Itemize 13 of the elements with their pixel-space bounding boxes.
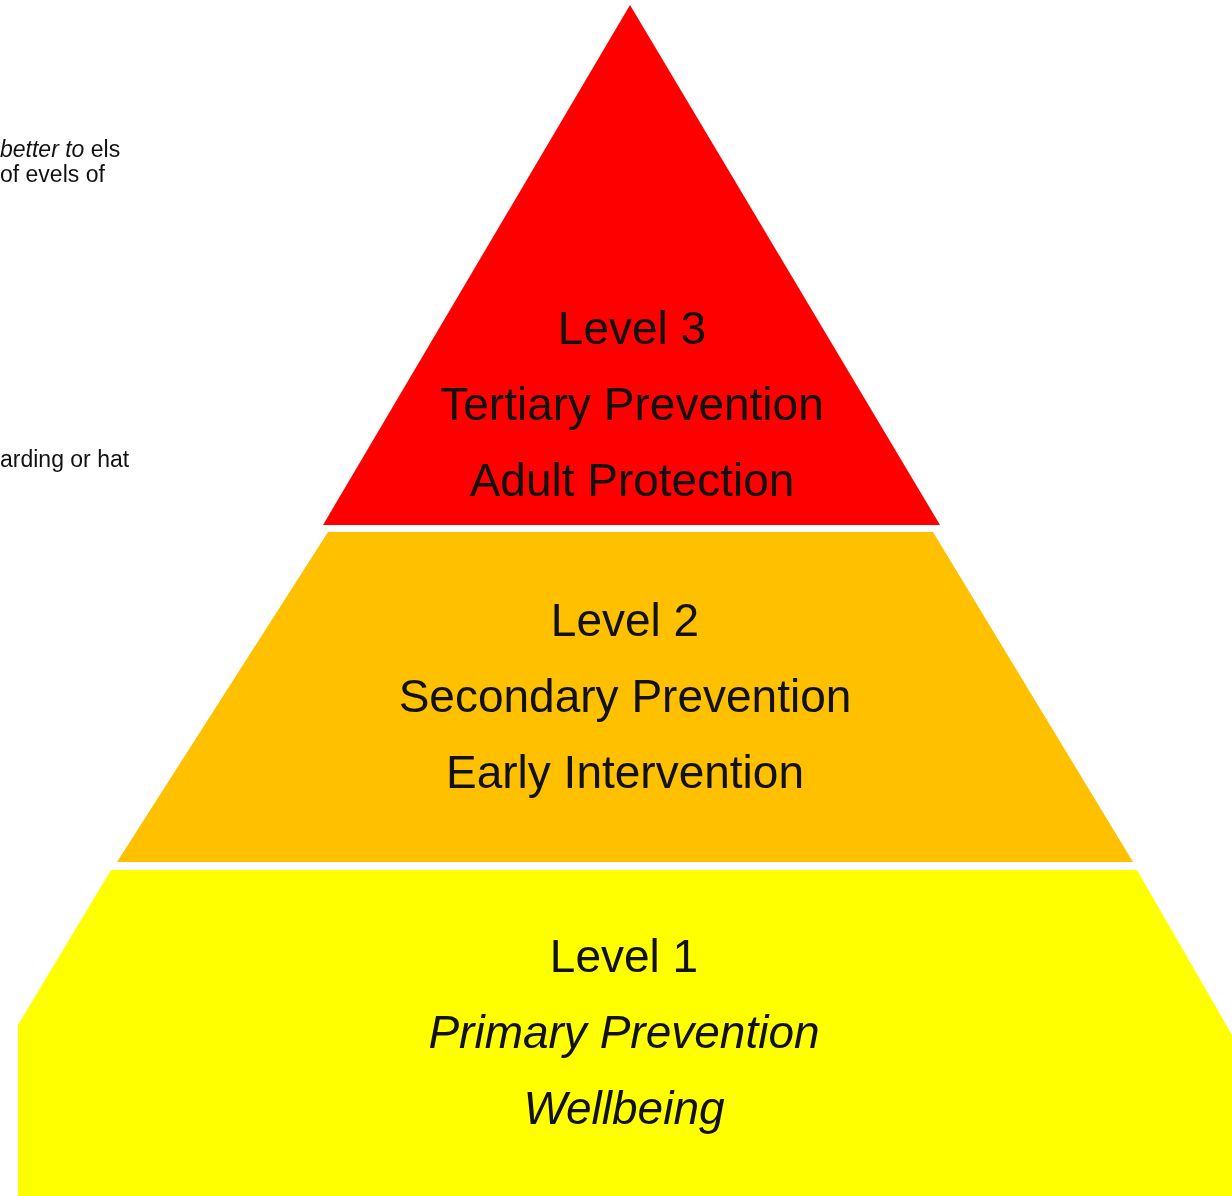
pyramid-base-tier (16, 870, 1232, 1196)
level-heading: Level 3 (557, 301, 707, 356)
tier-label: Tertiary Prevention (440, 377, 824, 432)
tier-label: Primary Prevention (428, 1005, 820, 1060)
level-heading: Level 2 (550, 593, 700, 648)
tier-label: Early Intervention (446, 745, 804, 800)
tier-label: Adult Protection (469, 453, 795, 508)
pyramid-middle-tier (115, 532, 1135, 864)
text-fragment: better to els of evels of (0, 137, 122, 187)
tier-label: Secondary Prevention (398, 669, 852, 724)
tier-label: Wellbeing (523, 1081, 725, 1136)
text-fragment: arding or hat (0, 447, 130, 472)
level-heading: Level 1 (549, 929, 699, 984)
